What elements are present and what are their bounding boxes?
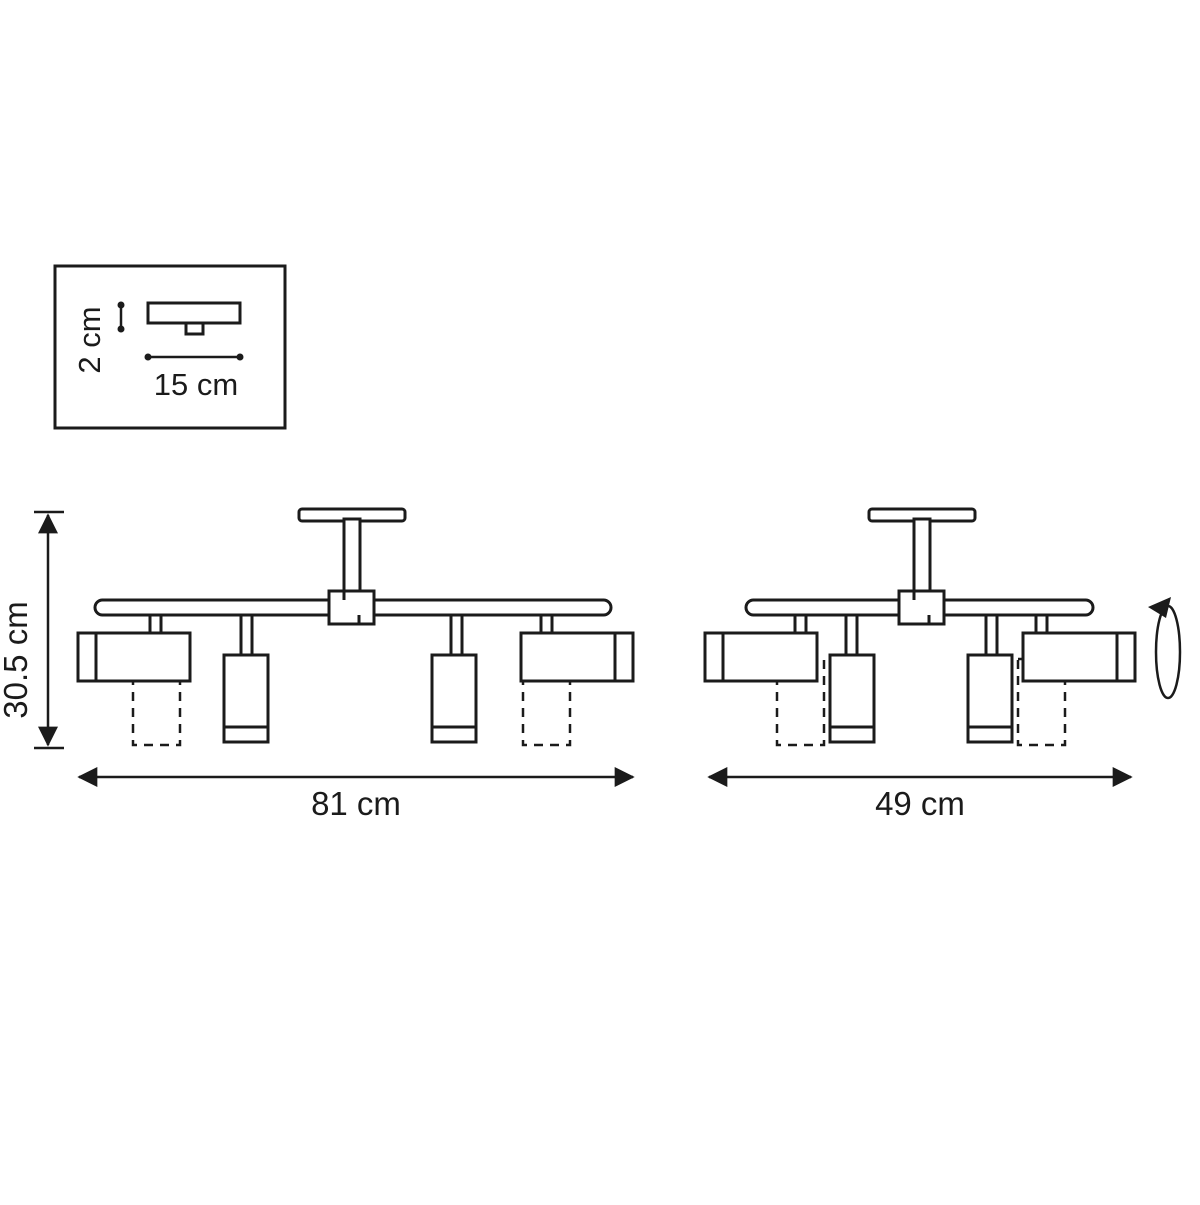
spot-head-horizontal-right (519, 631, 635, 683)
fixture-front-view (76, 507, 635, 747)
side-width-dimension: 49 cm (707, 767, 1133, 822)
fixture-side-view (703, 507, 1137, 747)
spot-head-horizontal-left (703, 631, 819, 683)
ceiling-stem (342, 517, 362, 596)
spot-head-vertical (430, 653, 478, 744)
height-label: 30.5 cm (0, 601, 34, 718)
plate-width-dimension: 15 cm (144, 353, 244, 402)
spot-head-horizontal-left (76, 631, 192, 683)
canopy-plate-icon (146, 301, 242, 336)
side-width-label: 49 cm (875, 785, 965, 822)
rotation-arrow-icon (1148, 597, 1182, 700)
front-width-dimension: 81 cm (77, 767, 635, 822)
spot-head-horizontal-right (1021, 631, 1137, 683)
plate-width-label: 15 cm (154, 367, 238, 402)
inset-detail-box: 2 cm 15 cm (53, 264, 287, 430)
plate-height-label: 2 cm (72, 306, 107, 373)
front-width-label: 81 cm (311, 785, 401, 822)
center-connector (327, 589, 376, 626)
spot-head-vertical (222, 653, 270, 744)
height-dimension: 30.5 cm (0, 510, 64, 750)
inset-border (53, 264, 287, 430)
spot-head-vertical (966, 653, 1014, 744)
spot-stem (844, 610, 859, 659)
spot-stem (239, 610, 254, 659)
spot-stem (984, 610, 999, 659)
center-connector (897, 589, 946, 626)
ceiling-stem (912, 517, 932, 596)
plate-height-dimension: 2 cm (72, 301, 125, 374)
spot-head-vertical (828, 653, 876, 744)
spot-stem (449, 610, 464, 659)
